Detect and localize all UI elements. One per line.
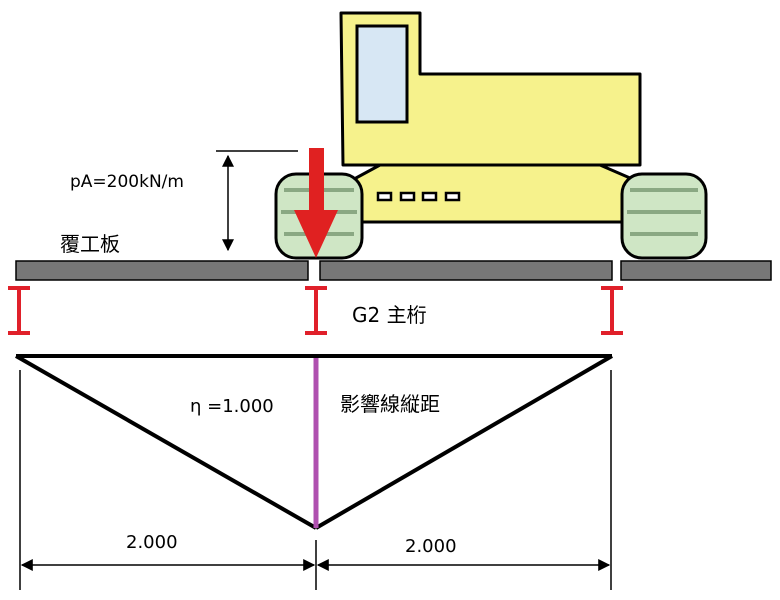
span-right-label: 2.000 <box>405 536 457 557</box>
arrow-down-icon <box>294 148 338 258</box>
i-beam-icon <box>305 286 327 335</box>
excavator <box>274 11 708 260</box>
deck-plates <box>15 260 772 281</box>
right-track <box>620 172 708 260</box>
deck-plate-2 <box>319 260 613 281</box>
span-dimensions <box>19 370 612 590</box>
influence-line-label: 影響線縦距 <box>340 392 440 416</box>
i-beam-icon <box>8 286 30 335</box>
eta-label: η =1.000 <box>190 396 274 417</box>
load-dimension <box>216 150 298 252</box>
load-label: pA=200kN/m <box>70 172 184 192</box>
undercarriage-slots <box>376 191 461 202</box>
excavator-undercarriage <box>354 163 632 224</box>
excavator-cab <box>339 11 642 167</box>
deck-plate-label: 覆工板 <box>60 232 120 256</box>
deck-plate-1 <box>15 260 309 281</box>
span-left-label: 2.000 <box>126 532 178 553</box>
girder-label: G2 主桁 <box>352 303 427 327</box>
deck-plate-3 <box>620 260 772 281</box>
i-beam-icon <box>601 286 623 335</box>
excavator-window <box>355 24 409 124</box>
influence-line <box>15 354 614 530</box>
